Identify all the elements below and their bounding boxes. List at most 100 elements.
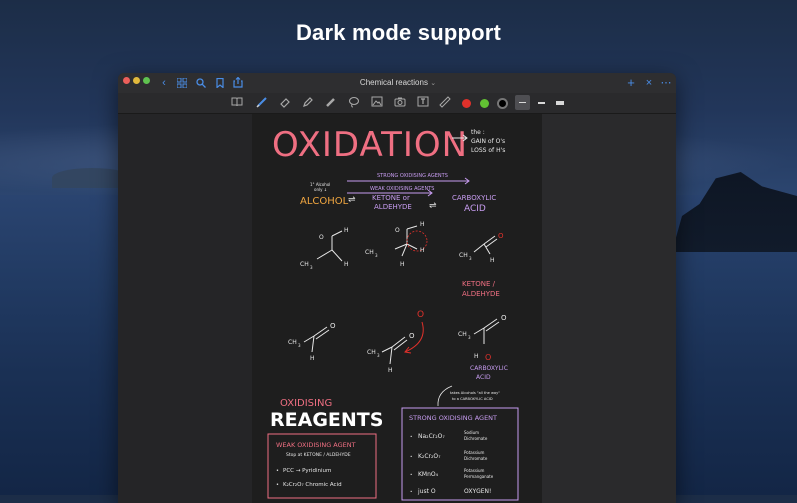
reagents-small-label: OXIDISING (280, 398, 332, 409)
zoom-window-button[interactable] (143, 77, 150, 84)
molecule-alcohol (316, 230, 343, 262)
svg-text:3: 3 (377, 353, 380, 358)
close-icon[interactable]: × (645, 77, 653, 89)
weak-box-title: WEAK OXIDISING AGENT (276, 441, 356, 449)
stroke-medium-button[interactable] (538, 102, 545, 104)
strong-item-2-name2: Dichromate (464, 456, 488, 461)
molecule-ketone (473, 243, 491, 255)
strong-item-4-name: OXYGEN! (464, 488, 491, 495)
svg-text:CH: CH (367, 349, 376, 356)
strong-arrowhead (464, 177, 470, 185)
added-oxygen: O (417, 310, 424, 320)
close-window-button[interactable] (123, 77, 130, 84)
document-title[interactable]: Chemical reactions ⌄ (338, 76, 458, 91)
strong-agents-label: STRONG OXIDISING AGENTS (377, 173, 448, 179)
alcohol-note-2: only ↓ (314, 187, 327, 192)
textbox-icon[interactable] (416, 96, 429, 109)
strong-item-1-formula: Na₂Cr₂O₇ (418, 433, 445, 440)
svg-text:H: H (474, 353, 479, 360)
more-icon[interactable]: ⋯ (660, 77, 672, 89)
gain-line-2: GAIN of O's (471, 138, 505, 145)
molecule-5 (381, 336, 408, 365)
molecule-intermediate (394, 225, 418, 257)
page-sidebar (118, 114, 252, 503)
svg-text:H: H (420, 221, 425, 228)
svg-text:CH: CH (365, 249, 374, 256)
title-arrowhead (462, 134, 468, 142)
svg-text:•: • (410, 472, 412, 477)
svg-text:CH: CH (288, 339, 297, 346)
pen-icon[interactable] (255, 96, 268, 109)
document-title-label: Chemical reactions (359, 78, 428, 87)
alcohol-note-1: 1° Alcohol (310, 182, 330, 187)
headline: Dark mode support (295, 20, 502, 45)
app-window: ‹ Chemical reactions ⌄ + × ⋯ (118, 73, 676, 503)
ketone-label-2: ALDEHYDE (374, 203, 412, 211)
gain-line-1: the : (471, 129, 485, 136)
svg-text:CH: CH (458, 331, 467, 338)
strong-item-3-name1: Potassium (464, 468, 485, 473)
ketone-label2-line1: KETONE / (462, 280, 496, 288)
ruler-icon[interactable] (438, 96, 451, 109)
search-icon[interactable] (195, 76, 207, 90)
svg-text:•: • (410, 434, 412, 439)
highlighter-icon[interactable] (301, 96, 314, 109)
lasso-icon[interactable] (347, 96, 360, 109)
svg-text:H: H (420, 247, 425, 254)
image-icon[interactable] (370, 96, 383, 109)
svg-text:O: O (498, 232, 504, 240)
gain-line-3: LOSS of H's (471, 147, 505, 154)
color-red-swatch[interactable] (462, 99, 471, 108)
bookmark-icon[interactable] (214, 76, 226, 90)
molecule-carboxylic (473, 318, 500, 344)
carboxylic-label-2: ACID (464, 204, 486, 214)
weak-arrowhead (427, 189, 433, 197)
svg-text:3: 3 (469, 256, 472, 261)
right-margin (542, 114, 676, 503)
minimize-window-button[interactable] (133, 77, 140, 84)
svg-text:H: H (344, 261, 349, 268)
back-icon[interactable]: ‹ (162, 77, 166, 89)
svg-text:•: • (276, 482, 279, 488)
svg-text:O: O (501, 314, 507, 322)
marker-icon[interactable] (324, 96, 337, 109)
eraser-icon[interactable] (278, 96, 291, 109)
weak-box-item-2: K₂Cr₂O₇ Chromic Acid (283, 482, 342, 488)
strong-item-2-formula: K₂Cr₂O₇ (418, 453, 441, 460)
title-bar: ‹ Chemical reactions ⌄ + × ⋯ (118, 73, 676, 93)
strong-item-4-formula: just O (417, 488, 436, 495)
svg-text:O: O (330, 322, 336, 330)
title-chevron-icon: ⌄ (430, 80, 437, 87)
carboxylic-label2-line2: ACID (476, 374, 491, 381)
svg-text:O: O (485, 353, 491, 362)
grid-icon[interactable] (176, 76, 188, 90)
color-green-swatch[interactable] (480, 99, 489, 108)
distant-island (52, 168, 132, 188)
add-icon[interactable]: + (627, 75, 635, 90)
reader-icon[interactable] (230, 96, 243, 109)
annotation-toolbar (118, 93, 676, 114)
svg-text:CH: CH (459, 252, 468, 259)
svg-text:O: O (409, 332, 415, 340)
share-icon[interactable] (232, 76, 244, 90)
color-black-swatch[interactable] (499, 100, 506, 107)
molecule-4 (303, 326, 330, 353)
handwritten-notes: OXIDATION the : GAIN of O's LOSS of H's … (267, 125, 519, 501)
weak-box-subtitle: Stop at KETONE / ALDEHYDE (286, 452, 351, 458)
weak-agents-label: WEAK OXIDISING AGENTS (370, 186, 434, 192)
stroke-thin-button[interactable] (515, 95, 530, 110)
alcohol-label: ALCOHOL (300, 196, 349, 207)
svg-text:3: 3 (375, 253, 378, 258)
stroke-thick-button[interactable] (556, 101, 564, 105)
svg-text:O: O (319, 234, 324, 241)
svg-text:O: O (395, 227, 400, 234)
svg-text:3: 3 (298, 343, 301, 348)
weak-box-item-1: PCC → Pyridinium (283, 468, 331, 474)
camera-icon[interactable] (393, 96, 406, 109)
reagents-big-label: REAGENTS (270, 409, 383, 431)
equilibrium-arrow-1: ⇌ (348, 195, 356, 205)
note-page[interactable]: OXIDATION the : GAIN of O's LOSS of H's … (252, 114, 542, 503)
note-title: OXIDATION (272, 125, 468, 165)
svg-text:3: 3 (310, 265, 313, 270)
strong-item-1-name1: Sodium (464, 430, 479, 435)
